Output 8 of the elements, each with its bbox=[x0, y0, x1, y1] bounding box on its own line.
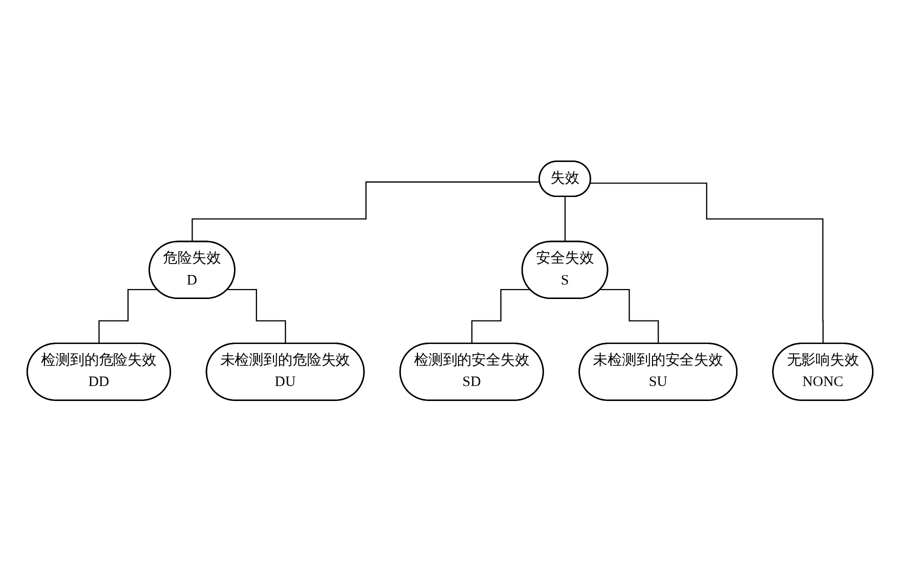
connector bbox=[471, 289, 530, 345]
connector bbox=[228, 289, 286, 345]
connector bbox=[98, 289, 158, 345]
connector bbox=[192, 182, 540, 243]
failure-tree-diagram: 失效 危险失效 D 安全失效 S 检测到的危险失效 DD 未检测到的危险失效 DU 检测到的安全失效 SD 未检测到的安全失效 SU 无影响失效 NONC bbox=[20, 154, 880, 408]
connector bbox=[564, 196, 566, 243]
connector bbox=[600, 289, 660, 345]
connector bbox=[590, 182, 824, 345]
